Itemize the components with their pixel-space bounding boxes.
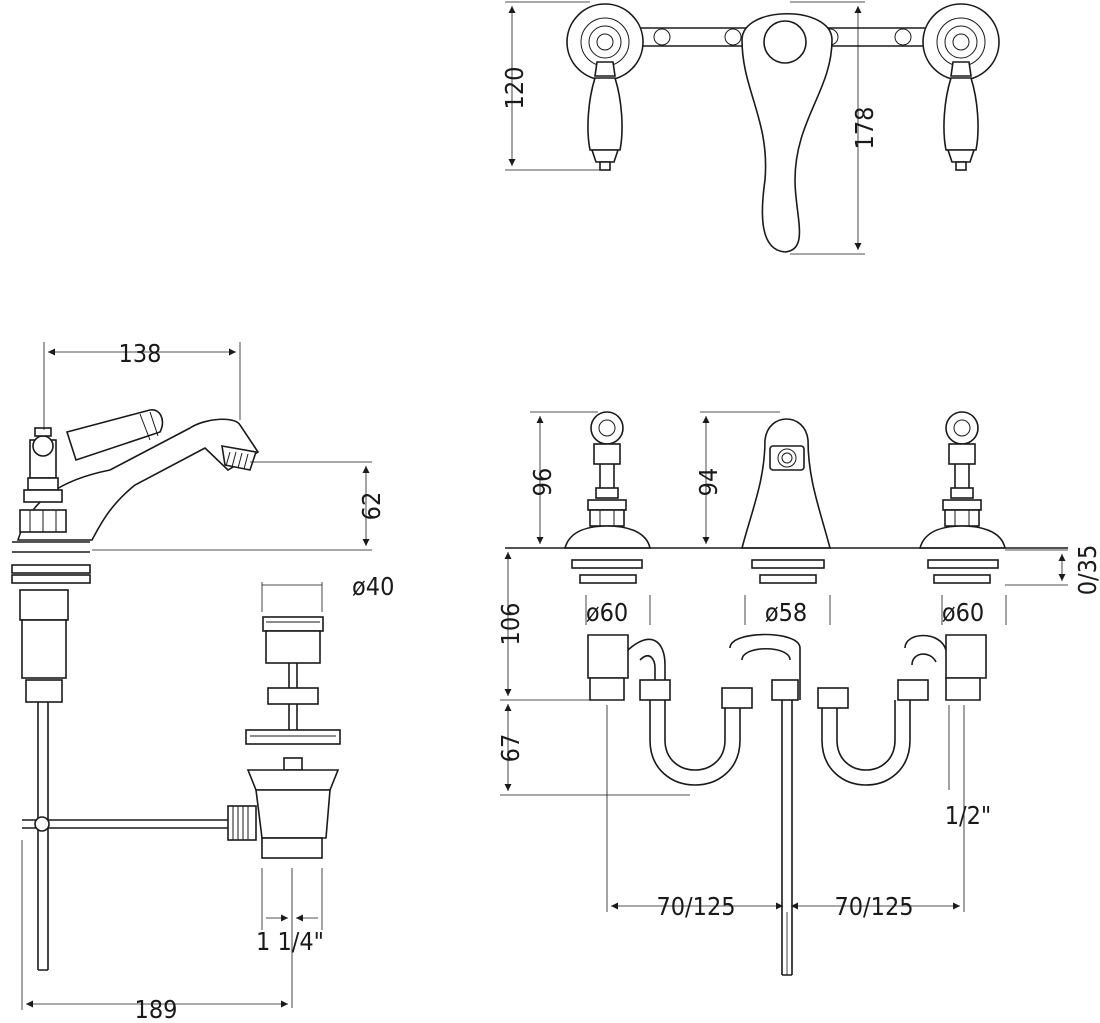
- spout-front: [740, 418, 832, 549]
- dim-label-106: 106: [496, 603, 525, 646]
- dim-label-dia60-right: ø60: [942, 598, 984, 627]
- left-handle-plan: [566, 3, 644, 171]
- dim-label-waste-diameter: ø40: [352, 572, 394, 601]
- dim-label-62: 62: [357, 492, 386, 521]
- dim-label-67: 67: [496, 734, 525, 763]
- right-handle-front: [918, 411, 1006, 549]
- dim-label-189: 189: [135, 995, 178, 1023]
- dim-label-120: 120: [500, 67, 529, 110]
- dim-label-half-inch: 1/2": [945, 801, 992, 830]
- waste-assembly: [227, 616, 341, 859]
- top-view: [505, 1, 1000, 255]
- dim-label-70-125-left: 70/125: [656, 892, 735, 921]
- dim-label-dia60-left: ø60: [586, 598, 628, 627]
- dim-label-0-35: 0/35: [1073, 545, 1100, 596]
- dim-label-70-125-right: 70/125: [834, 892, 913, 921]
- dim-label-138: 138: [119, 339, 162, 368]
- spout-plan: [741, 13, 833, 253]
- right-handle-plan: [922, 3, 1000, 171]
- dim-label-96: 96: [528, 468, 557, 497]
- dim-label-waste-thread: 1 1/4": [256, 927, 324, 956]
- front-view: [500, 411, 1068, 976]
- dim-label-178: 178: [850, 107, 879, 150]
- dim-label-dia58: ø58: [765, 598, 807, 627]
- left-handle-front: [563, 411, 651, 549]
- dim-label-94: 94: [694, 468, 723, 497]
- side-view: [11, 342, 372, 1010]
